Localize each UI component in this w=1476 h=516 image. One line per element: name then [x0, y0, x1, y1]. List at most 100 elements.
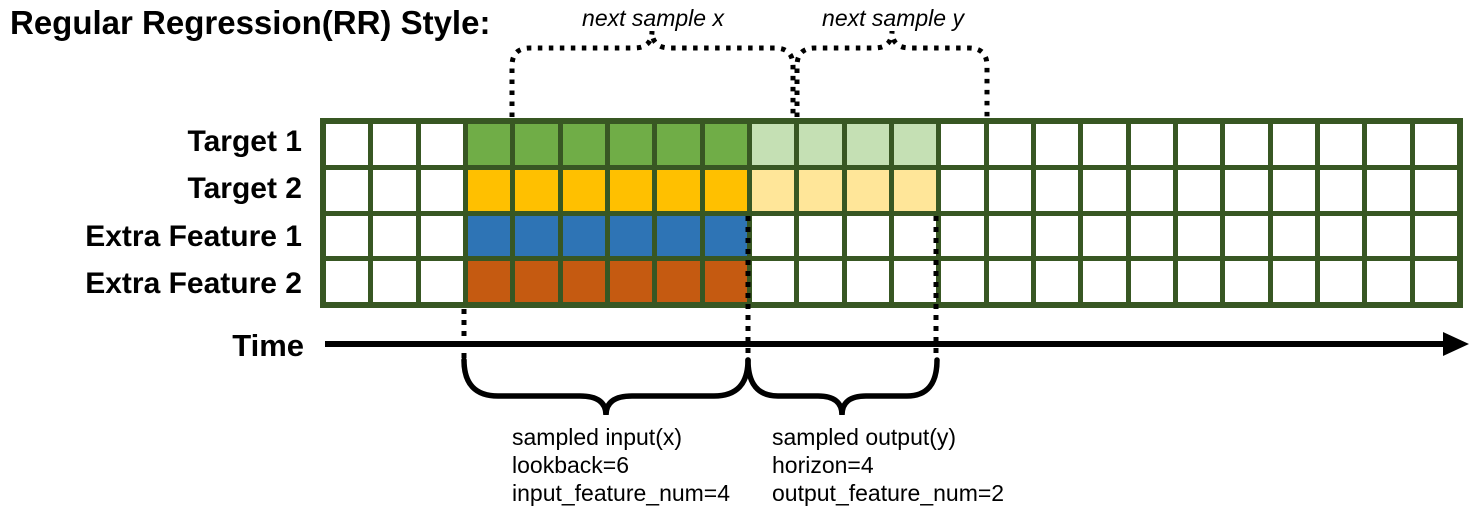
grid-cell: [751, 215, 795, 257]
grid-cell: [467, 215, 511, 257]
grid-cell: [799, 215, 842, 257]
grid-cell: [562, 215, 605, 257]
grid-cell: [751, 169, 795, 211]
grid-cell: [1225, 261, 1268, 302]
grid-cell: [799, 124, 842, 165]
grid-cell: [1225, 215, 1268, 257]
grid-cell: [988, 169, 1031, 211]
grid-cell: [657, 261, 700, 302]
row-label: Extra Feature 2: [85, 267, 302, 301]
grid-cell: [846, 261, 889, 302]
grid-cell: [846, 215, 889, 257]
grid-cell: [1035, 261, 1079, 302]
grid-cell: [515, 124, 558, 165]
grid-cell: [941, 169, 984, 211]
grid-cell: [1035, 124, 1079, 165]
sampled-output-brace: [745, 357, 940, 416]
grid-cell: [799, 169, 842, 211]
grid-cell: [609, 124, 653, 165]
grid-cell: [1177, 215, 1221, 257]
grid-cell: [1083, 261, 1126, 302]
grid-cell: [751, 261, 795, 302]
grid-cell: [609, 169, 653, 211]
grid-cell: [751, 124, 795, 165]
note-line: sampled input(x): [512, 424, 683, 450]
grid-cell: [467, 169, 511, 211]
grid-cell: [1177, 124, 1221, 165]
grid-cell: [1367, 124, 1410, 165]
grid-cell: [1083, 215, 1126, 257]
time-arrow-head: [1443, 332, 1469, 356]
grid-cell: [515, 215, 558, 257]
grid-cell: [1130, 169, 1173, 211]
grid-cell: [562, 124, 605, 165]
grid-cell: [1130, 261, 1173, 302]
grid-cell: [1319, 124, 1363, 165]
grid-cell: [467, 261, 511, 302]
grid-cell: [515, 261, 558, 302]
sampled-input-brace: [461, 357, 751, 416]
row-label: Extra Feature 1: [85, 219, 302, 253]
grid-cell: [704, 215, 747, 257]
grid-cell: [657, 169, 700, 211]
grid-cell: [1272, 169, 1315, 211]
grid-cell: [609, 261, 653, 302]
grid-cell: [893, 169, 937, 211]
grid-cell: [1367, 261, 1410, 302]
next-sample-x-brace: [509, 30, 796, 117]
grid-cell: [1414, 169, 1457, 211]
grid-cell: [1083, 169, 1126, 211]
grid-cell: [326, 124, 369, 165]
grid-cell: [1367, 169, 1410, 211]
grid-cell: [1035, 215, 1079, 257]
grid-cell: [420, 261, 463, 302]
grid-cell: [420, 124, 463, 165]
grid-cell: [1272, 215, 1315, 257]
grid-cell: [515, 169, 558, 211]
time-axis-label: Time: [232, 328, 304, 363]
grid-cell: [562, 169, 605, 211]
grid-cell: [893, 261, 937, 302]
row-label: Target 2: [187, 172, 302, 206]
grid-cell: [1130, 124, 1173, 165]
grid-cell: [1177, 261, 1221, 302]
grid-cell: [1414, 261, 1457, 302]
grid-cell: [1367, 215, 1410, 257]
grid-cell: [1319, 261, 1363, 302]
grid-cell: [562, 261, 605, 302]
grid-cell: [846, 169, 889, 211]
grid-cell: [1319, 215, 1363, 257]
diagram-title: Regular Regression(RR) Style:: [10, 4, 491, 41]
grid-cell: [1035, 169, 1079, 211]
grid-cell: [1083, 124, 1126, 165]
grid-cell: [1414, 215, 1457, 257]
grid-cell: [704, 261, 747, 302]
grid-cell: [846, 124, 889, 165]
grid-cell: [1272, 124, 1315, 165]
grid-cell: [799, 261, 842, 302]
grid-cell: [1130, 215, 1173, 257]
grid-cell: [704, 124, 747, 165]
grid-cell: [988, 261, 1031, 302]
grid-cell: [609, 215, 653, 257]
note-line: lookback=6: [512, 452, 629, 478]
note-line: sampled output(y): [772, 424, 957, 450]
grid-cell: [1414, 124, 1457, 165]
grid-cell: [941, 261, 984, 302]
grid-cell: [988, 215, 1031, 257]
grid-cell: [657, 124, 700, 165]
grid-cell: [1225, 169, 1268, 211]
note-line: input_feature_num=4: [512, 480, 731, 506]
grid-cell: [704, 169, 747, 211]
grid-cell: [893, 124, 937, 165]
grid-cell: [373, 124, 416, 165]
grid-cell: [326, 215, 369, 257]
note-line: output_feature_num=2: [772, 480, 1005, 506]
grid-cell: [1319, 169, 1363, 211]
grid-cell: [657, 215, 700, 257]
grid-cell: [326, 169, 369, 211]
